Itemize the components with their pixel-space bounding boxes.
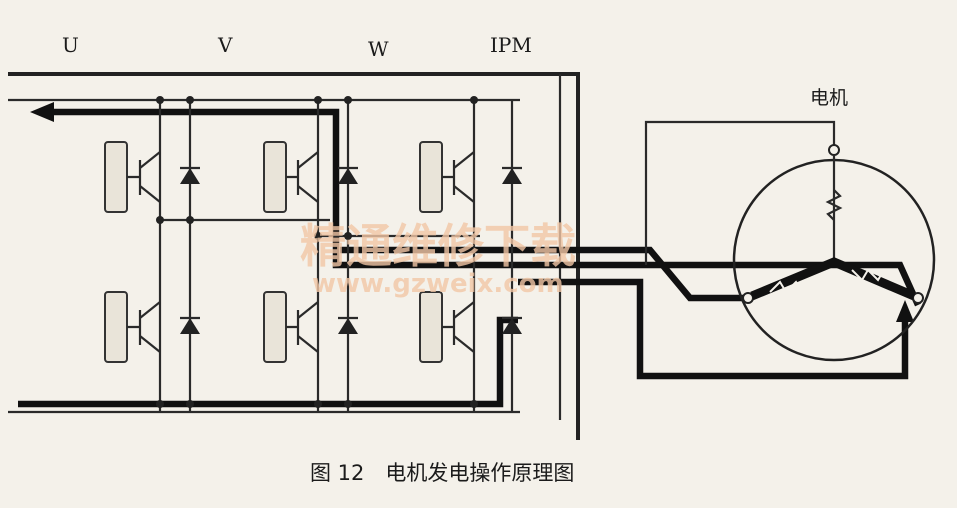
figure-caption: 图 12 电机发电操作原理图 bbox=[310, 461, 574, 485]
motor-label: 电机 bbox=[810, 87, 848, 109]
ipm-label: IPM bbox=[490, 33, 532, 57]
diode-lower-w bbox=[502, 316, 522, 334]
current-flow-path bbox=[18, 108, 921, 408]
diode-upper-w bbox=[502, 166, 522, 184]
diode-upper-v bbox=[338, 166, 358, 184]
motor bbox=[644, 120, 936, 362]
igbt-upper-w bbox=[419, 141, 475, 213]
phase-label-w: W bbox=[368, 37, 389, 61]
dc-bus bbox=[8, 98, 520, 414]
phase-label-u: U bbox=[62, 33, 79, 57]
diode-lower-v bbox=[338, 316, 358, 334]
watermark-title: 精通维修下载 bbox=[300, 219, 576, 273]
diode-upper-u bbox=[180, 166, 200, 184]
current-arrow-icon bbox=[30, 102, 54, 122]
junction-dots bbox=[156, 96, 478, 408]
igbt-lower-v bbox=[263, 291, 319, 363]
igbt-lower-u bbox=[104, 291, 161, 363]
diode-lower-u bbox=[180, 316, 200, 334]
igbt-upper-u bbox=[104, 141, 161, 213]
phase-label-v: V bbox=[217, 33, 233, 57]
igbt-upper-v bbox=[263, 141, 319, 213]
igbt-lower-w bbox=[419, 291, 475, 363]
watermark-url: www.gzweix.com bbox=[312, 269, 564, 299]
current-arrow-up-icon bbox=[896, 300, 914, 322]
